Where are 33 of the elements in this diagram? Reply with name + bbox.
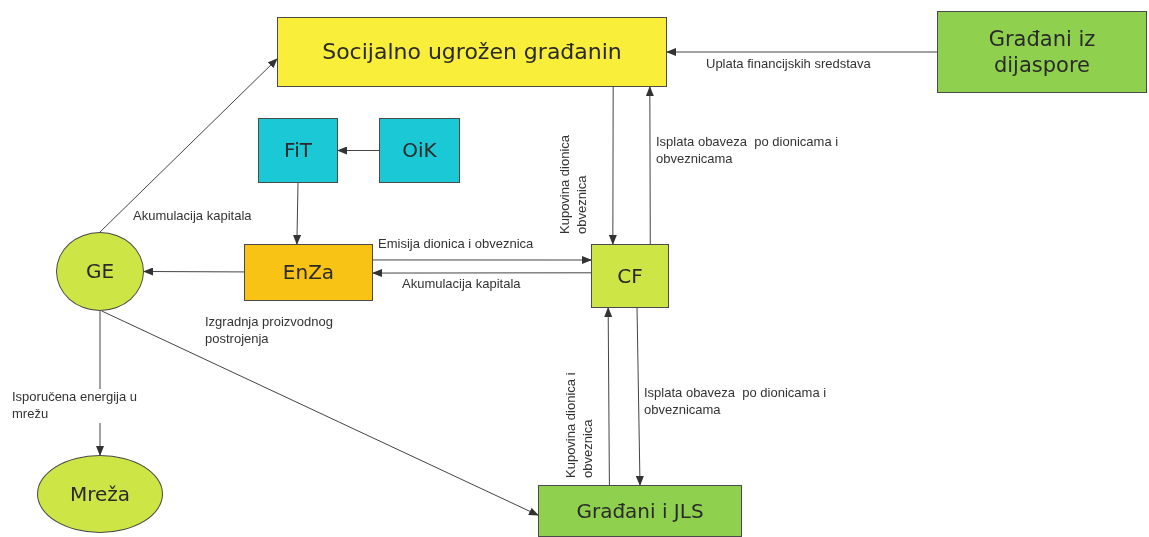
arrow [635,307,644,486]
node-label: Građani iz dijaspore [987,25,1097,79]
node-label: Građani i JLS [576,498,704,524]
node-label: GE [85,259,115,284]
arrow [293,182,302,245]
node-label: FiT [284,138,312,163]
arrow [143,267,245,276]
node-label: Mreža [69,481,131,507]
arrow [372,269,592,278]
arrow [101,310,539,516]
note-label: Izgradnja proizvodnog postrojenja [205,314,334,348]
process-box [538,485,742,537]
process-box [258,118,338,183]
arrow [604,307,613,486]
process-box [244,244,373,301]
arrow [666,48,938,56]
process-box [937,11,1147,93]
arrow [608,86,617,245]
edge-label: Akumulacija kapitala [133,208,252,225]
process-box [591,244,669,308]
arrow [337,146,380,155]
node-label: OiK [402,138,437,163]
process-box [277,17,667,87]
arrow [99,58,278,233]
edge-label: Akumulacija kapitala [402,276,521,293]
node-label: CF [617,263,643,289]
arrow [645,86,654,245]
edge-label: Emisija dionica i obveznica [378,236,534,253]
process-box [379,118,460,183]
node-label: Socijalno ugrožen građanin [322,38,622,66]
arrow [372,256,592,264]
edge-label: Uplata financijskih sredstava [706,56,871,73]
node-label: EnZa [282,260,335,285]
